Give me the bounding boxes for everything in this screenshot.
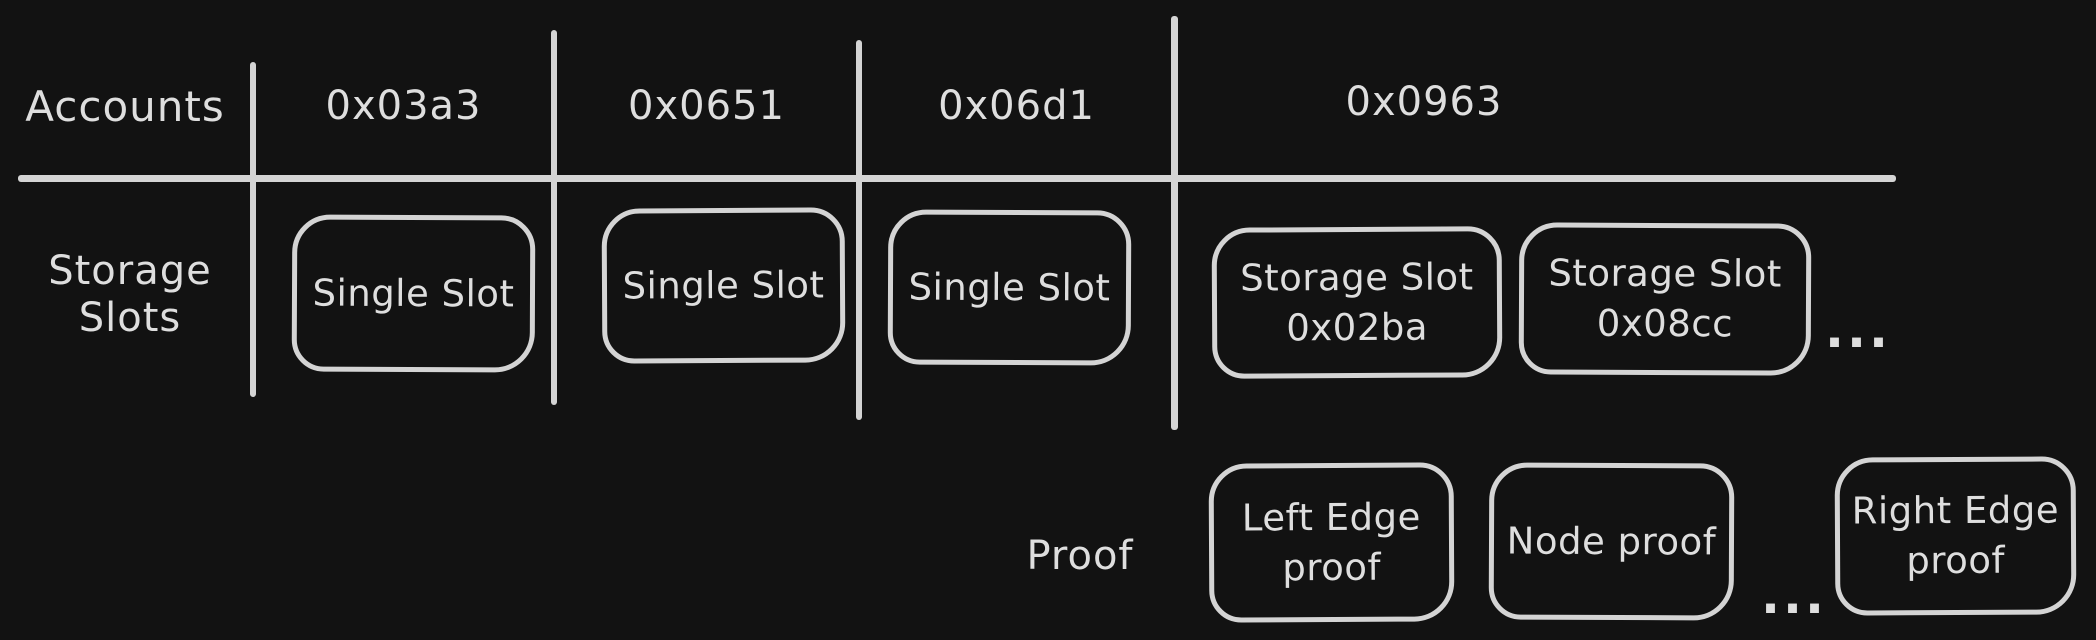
storage-slot-0x08cc-box: Storage Slot 0x08cc <box>1518 222 1812 376</box>
column-divider-3 <box>856 40 862 420</box>
account-address-2: 0x0651 <box>628 83 785 130</box>
account-address-4: 0x0963 <box>1345 79 1503 126</box>
accounts-row-label: Accounts <box>25 82 225 132</box>
right-edge-proof-box: Right Edge proof <box>1834 456 2077 616</box>
storage-slots-ellipsis: ... <box>1825 301 1891 359</box>
single-slot-box-3: Single Slot <box>887 209 1132 366</box>
account-address-1: 0x03a3 <box>325 83 482 130</box>
left-edge-proof-box: Left Edge proof <box>1208 462 1455 623</box>
account-address-3: 0x06d1 <box>938 83 1095 130</box>
header-rule <box>18 175 1896 182</box>
column-divider-2 <box>551 30 557 405</box>
single-slot-box-1: Single Slot <box>291 214 536 373</box>
column-divider-1 <box>250 62 256 397</box>
storage-slot-0x02ba-box: Storage Slot 0x02ba <box>1211 226 1503 379</box>
storage-slots-row-label: Storage Slots <box>48 247 212 341</box>
single-slot-box-2: Single Slot <box>601 207 846 364</box>
proof-row-label: Proof <box>1026 533 1134 580</box>
proof-ellipsis: ... <box>1761 567 1827 625</box>
column-divider-4 <box>1171 16 1178 430</box>
node-proof-box: Node proof <box>1488 462 1735 621</box>
